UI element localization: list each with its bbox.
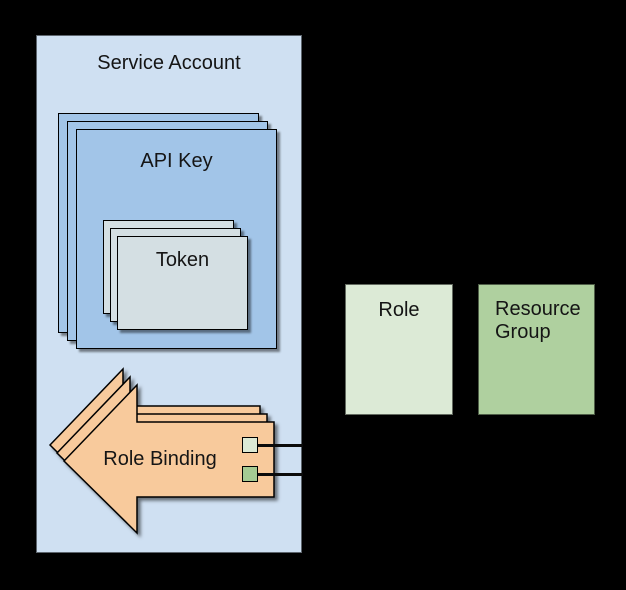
role-connector-line — [257, 444, 303, 447]
resource-group-connector-line — [257, 473, 303, 476]
resource-group-label: Resource Group — [495, 298, 581, 343]
api-key-label: API Key — [140, 150, 213, 172]
token-label: Token — [155, 249, 210, 271]
role-label: Role — [378, 299, 420, 321]
service-account-label: Service Account — [97, 52, 241, 74]
role-swatch — [242, 437, 258, 453]
resource-group-box: Resource Group — [478, 284, 595, 415]
role-binding-label: Role Binding — [103, 448, 217, 470]
resource-group-swatch — [242, 466, 258, 482]
token-box: Token — [117, 236, 248, 330]
role-box: Role — [345, 284, 453, 415]
